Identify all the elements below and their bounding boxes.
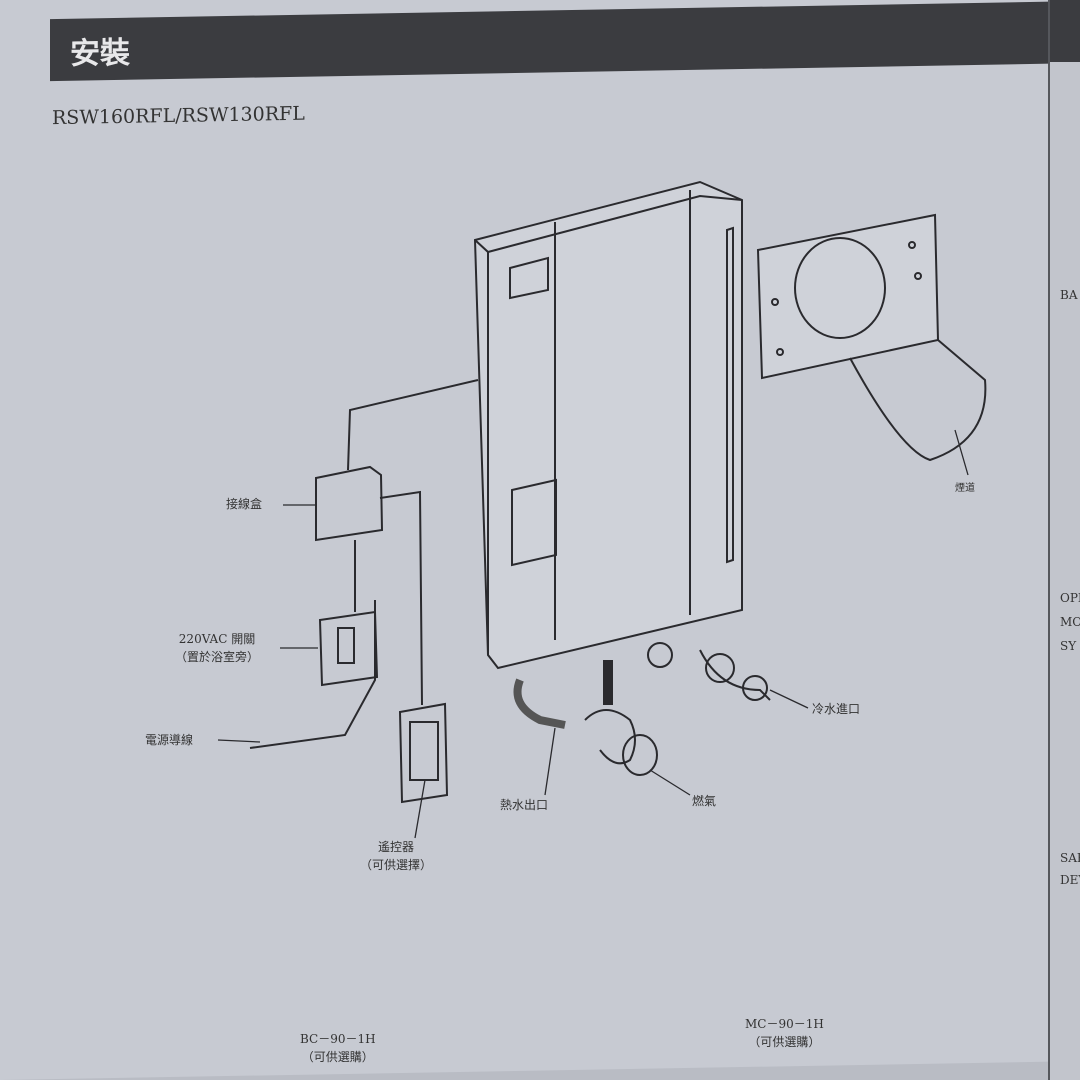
- remote-controller: [398, 702, 449, 804]
- brand-badge: [509, 256, 549, 300]
- installation-diagram: [217, 180, 987, 839]
- pipes: [513, 642, 771, 776]
- mc-model: MC－90－1H: [745, 1017, 824, 1031]
- label-switch-line1: 220VAC 開關: [178, 632, 256, 646]
- flue-adapter: [756, 213, 987, 462]
- adjacent-text: SY: [1060, 639, 1077, 653]
- label-cold-water-inlet: 冷水進口: [812, 702, 861, 716]
- wiring: [249, 379, 479, 804]
- adjacent-text: SAFE: [1060, 851, 1080, 865]
- bc-note: （可供選購）: [301, 1050, 374, 1064]
- wall-switch: [318, 610, 379, 687]
- label-flue: 煙道: [955, 483, 975, 494]
- label-switch: 220VAC 開關 （置於浴室旁）: [175, 630, 259, 666]
- control-panel: [511, 478, 557, 567]
- leader-lines: [217, 429, 969, 839]
- adjacent-text: OPE: [1060, 591, 1080, 605]
- label-remote-line2: （可供選擇）: [360, 858, 433, 872]
- adjacent-text: MODU: [1060, 615, 1080, 629]
- water-heater-unit: [473, 180, 743, 670]
- adjacent-header-bar: [1050, 0, 1080, 62]
- label-hot-water-outlet: 熱水出口: [500, 798, 549, 812]
- bc-model: BC－90－1H: [300, 1032, 376, 1046]
- label-switch-line2: （置於浴室旁）: [175, 650, 260, 664]
- label-junction-box: 接線盒: [226, 497, 263, 511]
- label-mc-accessory: MC－90－1H （可供選購）: [745, 1015, 824, 1051]
- label-bc-accessory: BC－90－1H （可供選購）: [300, 1030, 376, 1066]
- adjacent-page: BA OPE MODU SY SAFE DEVI: [1048, 0, 1080, 1080]
- label-remote: 遙控器 （可供選擇）: [360, 838, 432, 874]
- adjacent-text: BA: [1060, 288, 1078, 302]
- junction-box: [315, 465, 384, 542]
- label-power-cord: 電源導線: [145, 733, 194, 747]
- mc-note: （可供選購）: [748, 1035, 821, 1049]
- label-remote-line1: 遙控器: [378, 840, 415, 854]
- label-gas: 燃氣: [692, 794, 717, 808]
- adjacent-text: DEVI: [1060, 873, 1080, 887]
